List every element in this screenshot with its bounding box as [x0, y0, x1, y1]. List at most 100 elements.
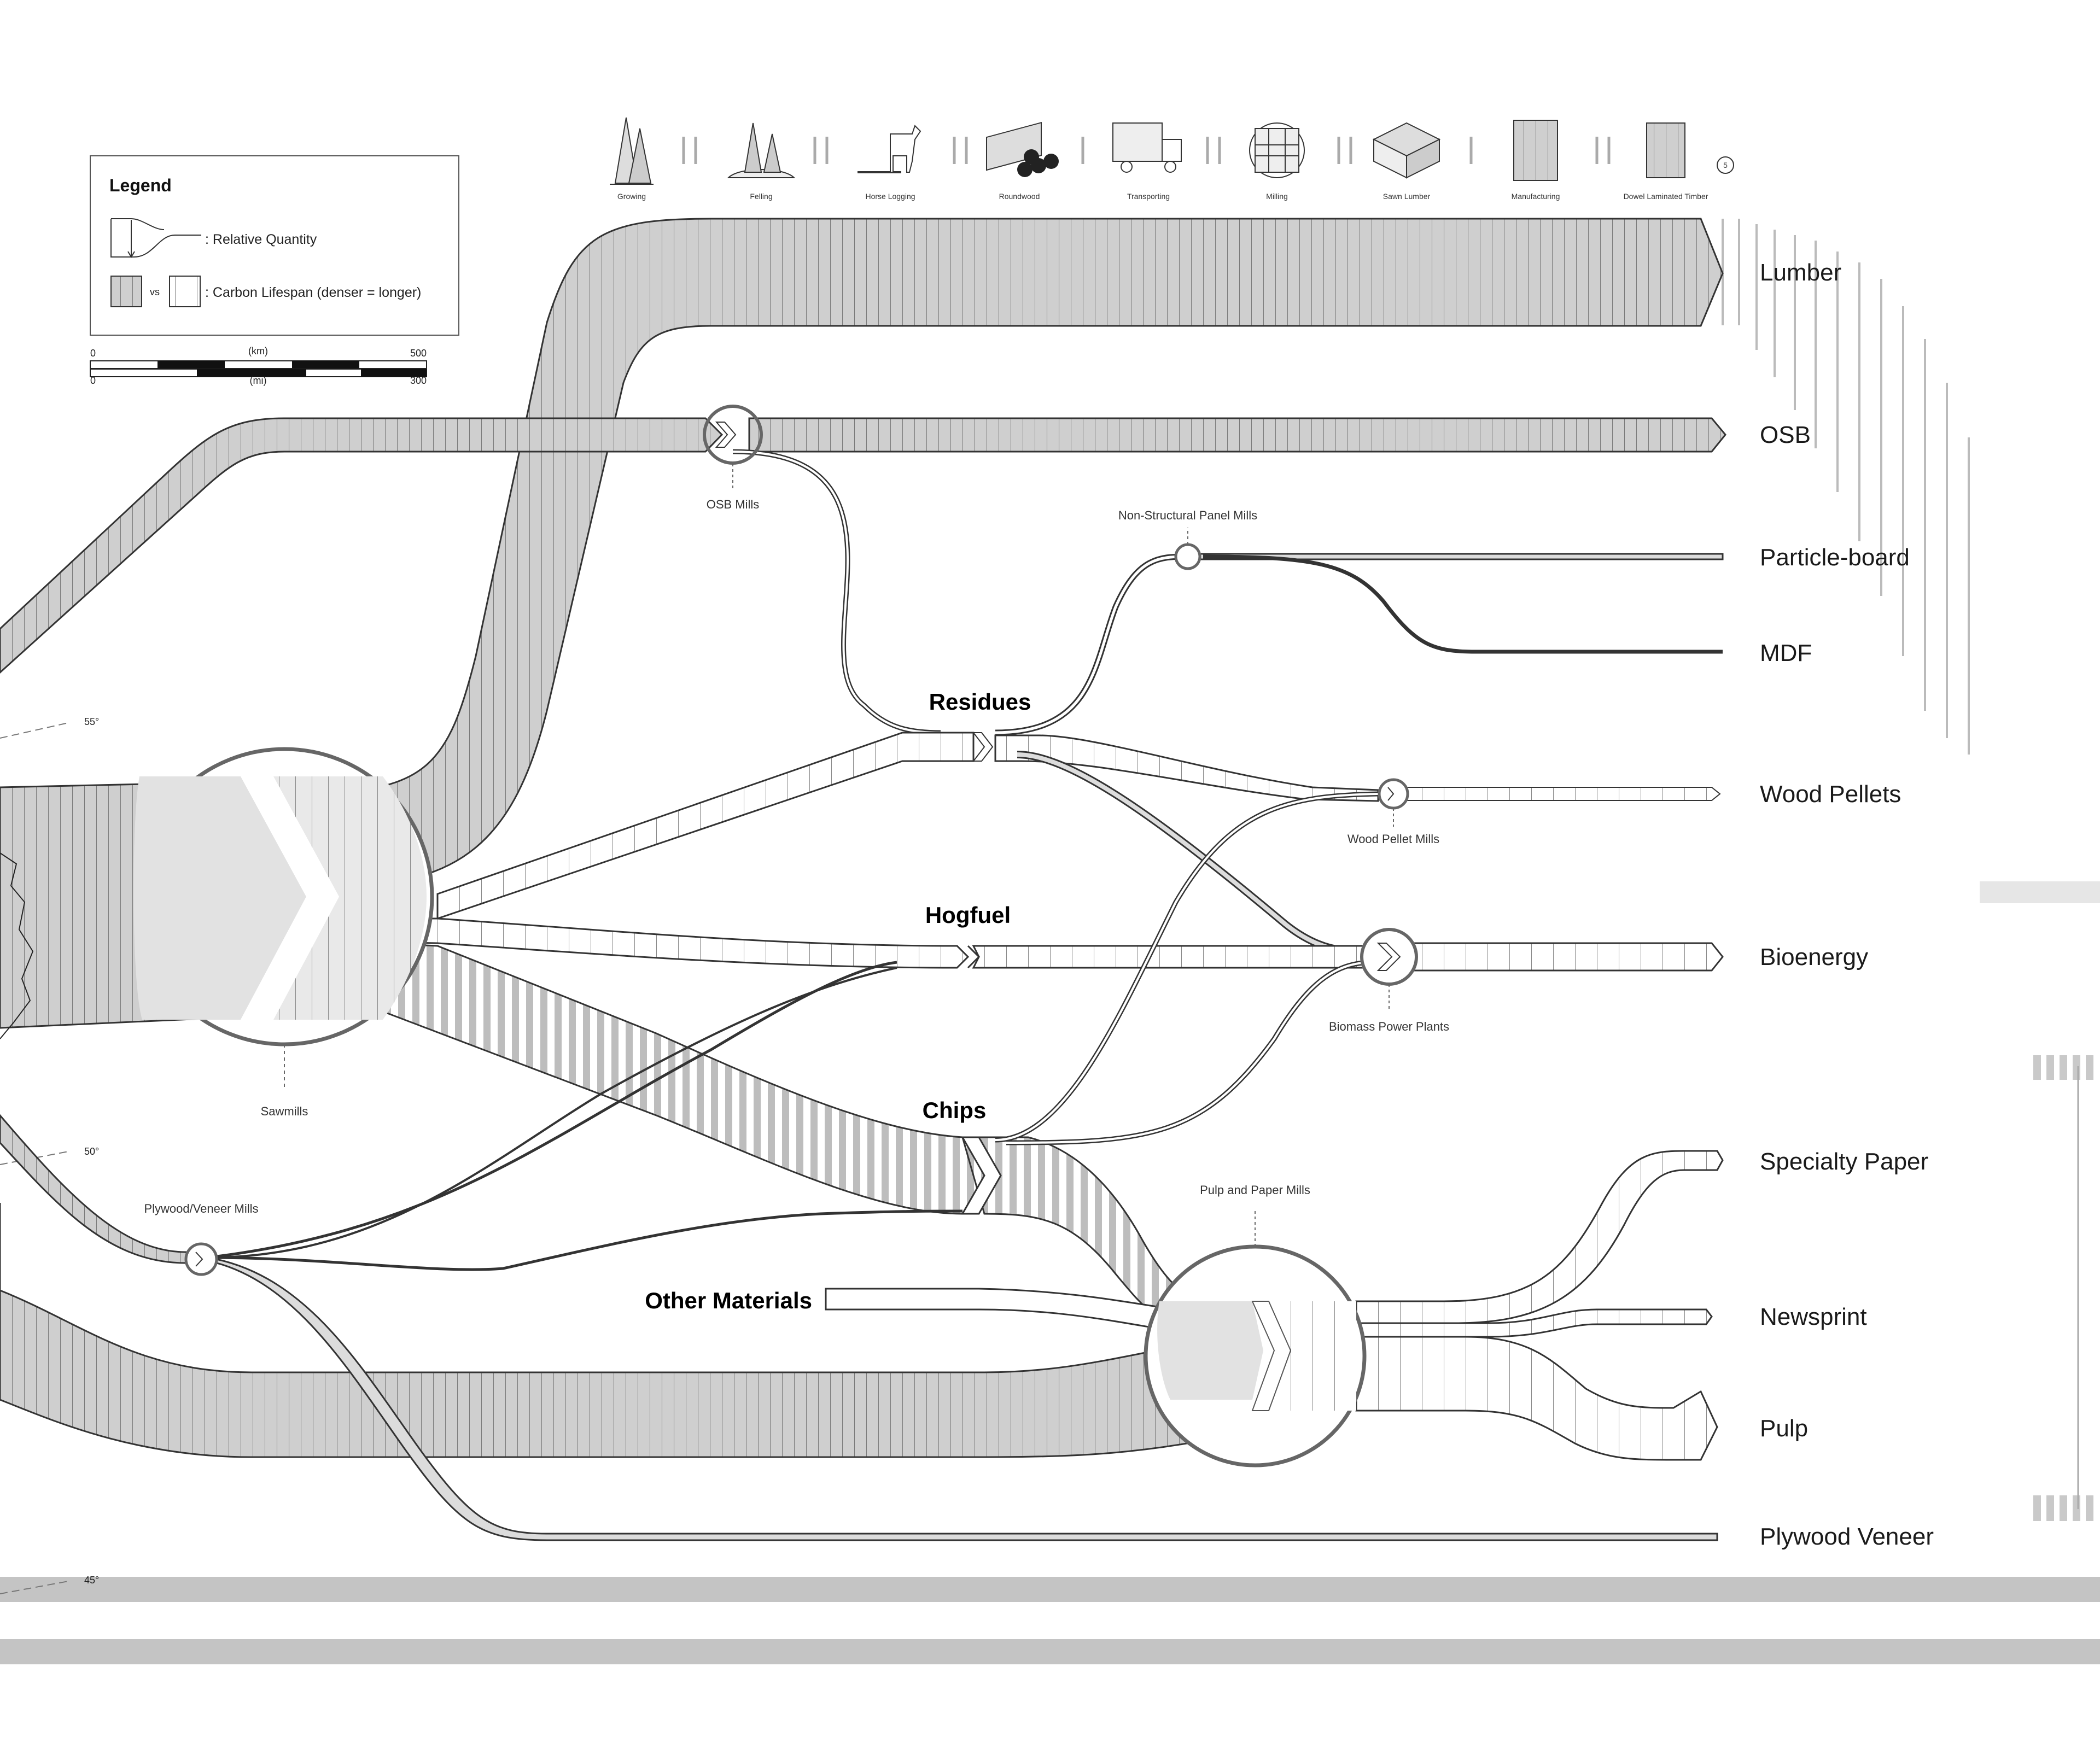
svg-text:Horse Logging: Horse Logging: [865, 192, 915, 201]
hub-other-materials: Other Materials: [645, 1288, 812, 1313]
flow-plywood-chips: [207, 1209, 963, 1271]
svg-text:0: 0: [90, 348, 96, 359]
product-specialty-paper: Specialty Paper: [1760, 1148, 1928, 1175]
right-bracket-ornament: [2023, 1055, 2100, 1521]
svg-text:55°: 55°: [84, 716, 99, 727]
page-marker: 5: [1717, 156, 1734, 174]
svg-text:Milling: Milling: [1266, 192, 1288, 201]
plywood-mills-node: Plywood/Veneer Mills: [144, 1202, 259, 1276]
svg-text:Manufacturing: Manufacturing: [1512, 192, 1560, 201]
osb-mills-node: OSB Mills: [703, 405, 763, 511]
pellet-mills-label: Wood Pellet Mills: [1348, 832, 1439, 846]
manufacturing-icon: [1513, 120, 1558, 181]
product-wood-pellets: Wood Pellets: [1760, 781, 1901, 808]
pulp-mills-label: Pulp and Paper Mills: [1200, 1183, 1310, 1197]
svg-text:0: 0: [90, 375, 96, 386]
flow-osb-residue: [732, 449, 941, 735]
flow-residues-bioenergy: [1017, 751, 1368, 956]
sawmills-label: Sawmills: [261, 1104, 308, 1118]
svg-text:5: 5: [1723, 161, 1728, 169]
hub-hogfuel: Hogfuel: [925, 902, 1011, 928]
flow-specialty-paper: [1355, 1150, 1724, 1324]
panel-mills-node: Non-Structural Panel Mills: [1118, 508, 1257, 570]
hub-chips: Chips: [923, 1097, 987, 1123]
product-plywood-veneer: Plywood Veneer: [1760, 1523, 1934, 1550]
latitude-45: 45°: [0, 1575, 99, 1594]
flow-bioenergy: [1404, 942, 1724, 972]
coastline-map-fragment: [0, 852, 34, 1039]
horse-logging-icon: [858, 125, 921, 173]
roundwood-icon: [986, 122, 1059, 177]
product-newsprint: Newsprint: [1760, 1303, 1867, 1330]
flow-plywood-supply: [0, 1114, 199, 1264]
product-bioenergy: Bioenergy: [1760, 944, 1868, 970]
right-stripe-ornament: [1722, 219, 1970, 755]
svg-text:Roundwood: Roundwood: [999, 192, 1040, 201]
svg-text:500: 500: [410, 348, 427, 359]
hogfuel-chevron: [967, 945, 981, 969]
pulp-mills-node: Pulp and Paper Mills: [1144, 1183, 1367, 1467]
flow-pellets: [1405, 787, 1721, 801]
svg-text:45°: 45°: [84, 1575, 99, 1586]
sparse-swatch-icon: [169, 276, 201, 307]
flow-osb-supply: [0, 417, 724, 674]
osb-mills-label: OSB Mills: [707, 498, 760, 511]
product-particle-board: Particle-board: [1760, 544, 1910, 571]
scale-bar: 0 (km) 500 0 (mi) 300: [90, 346, 427, 386]
chips-chevron: [961, 1136, 1002, 1215]
latitude-50: 50°: [0, 1146, 99, 1165]
product-pulp: Pulp: [1760, 1415, 1808, 1442]
svg-text:Transporting: Transporting: [1127, 192, 1170, 201]
plywood-mills-label: Plywood/Veneer Mills: [144, 1202, 258, 1215]
svg-text:Sawn Lumber: Sawn Lumber: [1383, 192, 1431, 201]
milling-icon: [1249, 122, 1305, 178]
legend-title: Legend: [109, 176, 172, 195]
flow-mdf: [1203, 554, 1723, 654]
legend-vs: vs: [150, 286, 160, 297]
product-osb: OSB: [1760, 422, 1811, 448]
hub-residues: Residues: [929, 689, 1031, 715]
flow-osb: [748, 417, 1726, 453]
dlt-panel-icon: [1646, 122, 1685, 178]
process-stage-strip: Growing Felling Horse Logging Roundwood: [610, 117, 1734, 201]
flow-hogfuel-bioenergy: [972, 945, 1374, 969]
latitude-55: 55°: [0, 716, 99, 739]
bottom-band-lower: [0, 1639, 2100, 1664]
product-lumber: Lumber: [1760, 259, 1841, 286]
dense-swatch-icon: [110, 276, 142, 307]
svg-text:Dowel Laminated Timber: Dowel Laminated Timber: [1624, 192, 1708, 201]
residues-arrow: [972, 732, 994, 762]
sawmill-node: Sawmills: [133, 747, 434, 1118]
flow-lumber: [305, 218, 1724, 887]
svg-text:Felling: Felling: [750, 192, 772, 201]
biomass-plants-label: Biomass Power Plants: [1329, 1020, 1449, 1033]
flow-sawmill-hogfuel: [305, 917, 970, 969]
felling-icon: [727, 122, 796, 178]
legend: Legend : Relative Quantity vs : Carbon L…: [90, 155, 459, 336]
panel-mills-label: Non-Structural Panel Mills: [1118, 508, 1257, 522]
flow-pulp: [1355, 1336, 1718, 1461]
legend-relative-quantity: : Relative Quantity: [205, 232, 317, 247]
svg-text:(mi): (mi): [250, 375, 267, 386]
flow-plywood-residues: [207, 967, 897, 1259]
flow-chips-bioenergy: [1006, 960, 1373, 1145]
svg-text:300: 300: [410, 375, 427, 386]
flow-residues-pellets: [994, 734, 1379, 802]
product-mdf: MDF: [1760, 640, 1812, 666]
svg-text:(km): (km): [248, 346, 268, 356]
relative-quantity-icon: [110, 218, 201, 258]
flow-plywood-hogfuel: [207, 961, 897, 1259]
svg-text:Growing: Growing: [617, 192, 646, 201]
bottom-band-top: [0, 1577, 2100, 1602]
svg-text:50°: 50°: [84, 1146, 99, 1157]
flow-newsprint: [1355, 1308, 1713, 1338]
trees-icon: [610, 117, 654, 185]
right-fade-bar: [1980, 881, 2100, 903]
sawn-lumber-icon: [1372, 122, 1441, 179]
flow-sawmill-chips: [305, 939, 985, 1215]
truck-icon: [1112, 122, 1182, 173]
legend-carbon-lifespan: : Carbon Lifespan (denser = longer): [205, 285, 421, 300]
pellet-mills-node: Wood Pellet Mills: [1348, 778, 1439, 846]
stage-separators: [682, 137, 1611, 164]
